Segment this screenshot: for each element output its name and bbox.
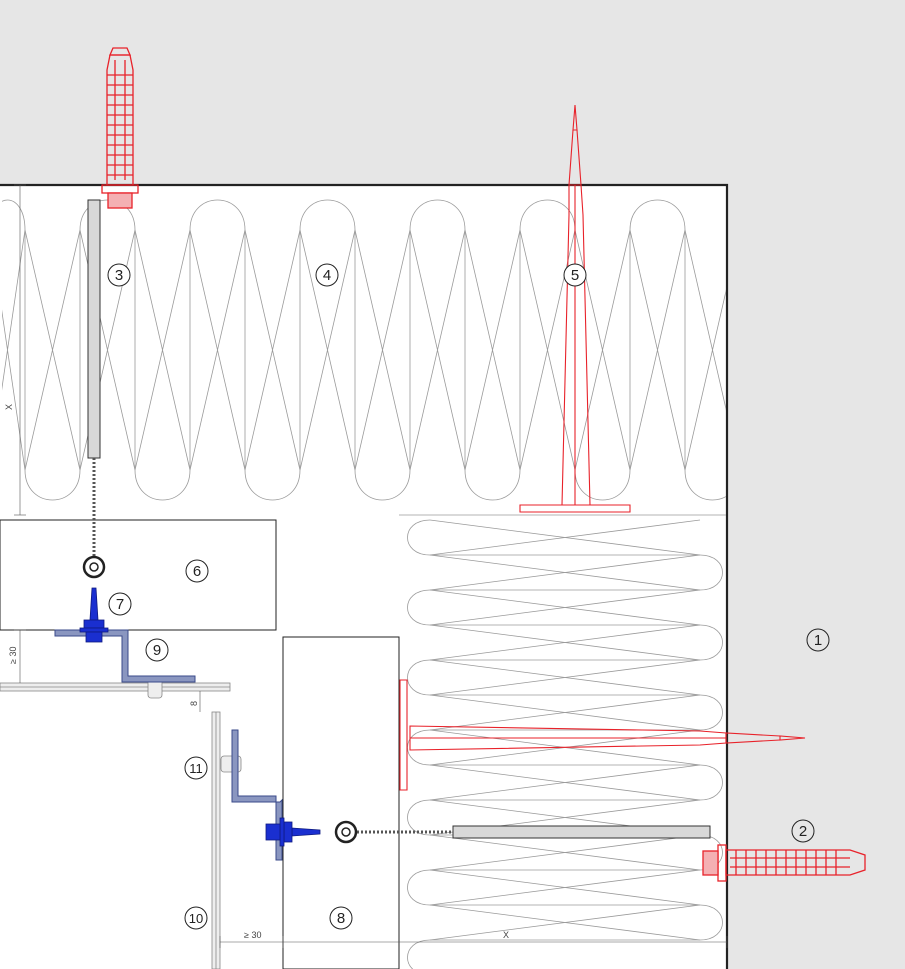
callout-7: 7 <box>108 592 132 616</box>
bracket-vertical <box>231 729 283 861</box>
svg-text:8: 8 <box>337 910 345 927</box>
dim-x-vertical: X <box>4 404 14 410</box>
callout-5: 5 <box>563 263 587 287</box>
insulation-dowel-top-icon <box>519 104 631 513</box>
wall-edge <box>0 183 729 969</box>
callout-2: 2 <box>791 819 815 843</box>
dimension-lines <box>14 184 728 948</box>
svg-text:11: 11 <box>189 761 203 776</box>
dim-gap8: 8 <box>189 701 199 706</box>
callout-10: 10 <box>184 906 208 930</box>
horizontal-profile-rail <box>0 675 231 699</box>
callout-3: 3 <box>107 263 131 287</box>
wall-anchor-top-icon <box>101 47 139 209</box>
self-drilling-screw-vertical-icon <box>79 587 109 643</box>
callout-6: 6 <box>185 559 209 583</box>
wall-anchor-right-icon <box>702 844 866 882</box>
svg-text:3: 3 <box>115 267 123 284</box>
callout-8: 8 <box>329 906 353 930</box>
callout-9: 9 <box>145 638 169 662</box>
svg-text:5: 5 <box>571 267 579 284</box>
svg-text:2: 2 <box>799 823 807 840</box>
svg-text:10: 10 <box>189 911 203 926</box>
dim-min30-bottom: ≥ 30 <box>244 930 261 940</box>
insulation-zone-right <box>400 515 727 969</box>
insulation-dowel-right-icon <box>399 679 806 791</box>
svg-text:1: 1 <box>814 632 822 649</box>
callout-1: 1 <box>806 628 830 652</box>
tie-rod-vertical <box>82 199 106 579</box>
svg-text:7: 7 <box>116 596 124 613</box>
self-drilling-screw-horizontal-icon <box>265 817 321 847</box>
svg-text:4: 4 <box>323 267 331 284</box>
svg-text:6: 6 <box>193 563 201 580</box>
dim-x-horizontal: X <box>503 930 509 940</box>
cladding-panel-horizontal <box>0 519 277 631</box>
svg-text:9: 9 <box>153 642 161 659</box>
callout-11: 11 <box>184 756 208 780</box>
insulation-wool-right <box>399 514 726 969</box>
tie-rod-horizontal <box>334 820 711 844</box>
dim-min30-left: ≥ 30 <box>8 647 18 664</box>
callout-4: 4 <box>315 263 339 287</box>
bracket-horizontal <box>54 629 196 683</box>
insulation-zone-top <box>0 185 727 515</box>
